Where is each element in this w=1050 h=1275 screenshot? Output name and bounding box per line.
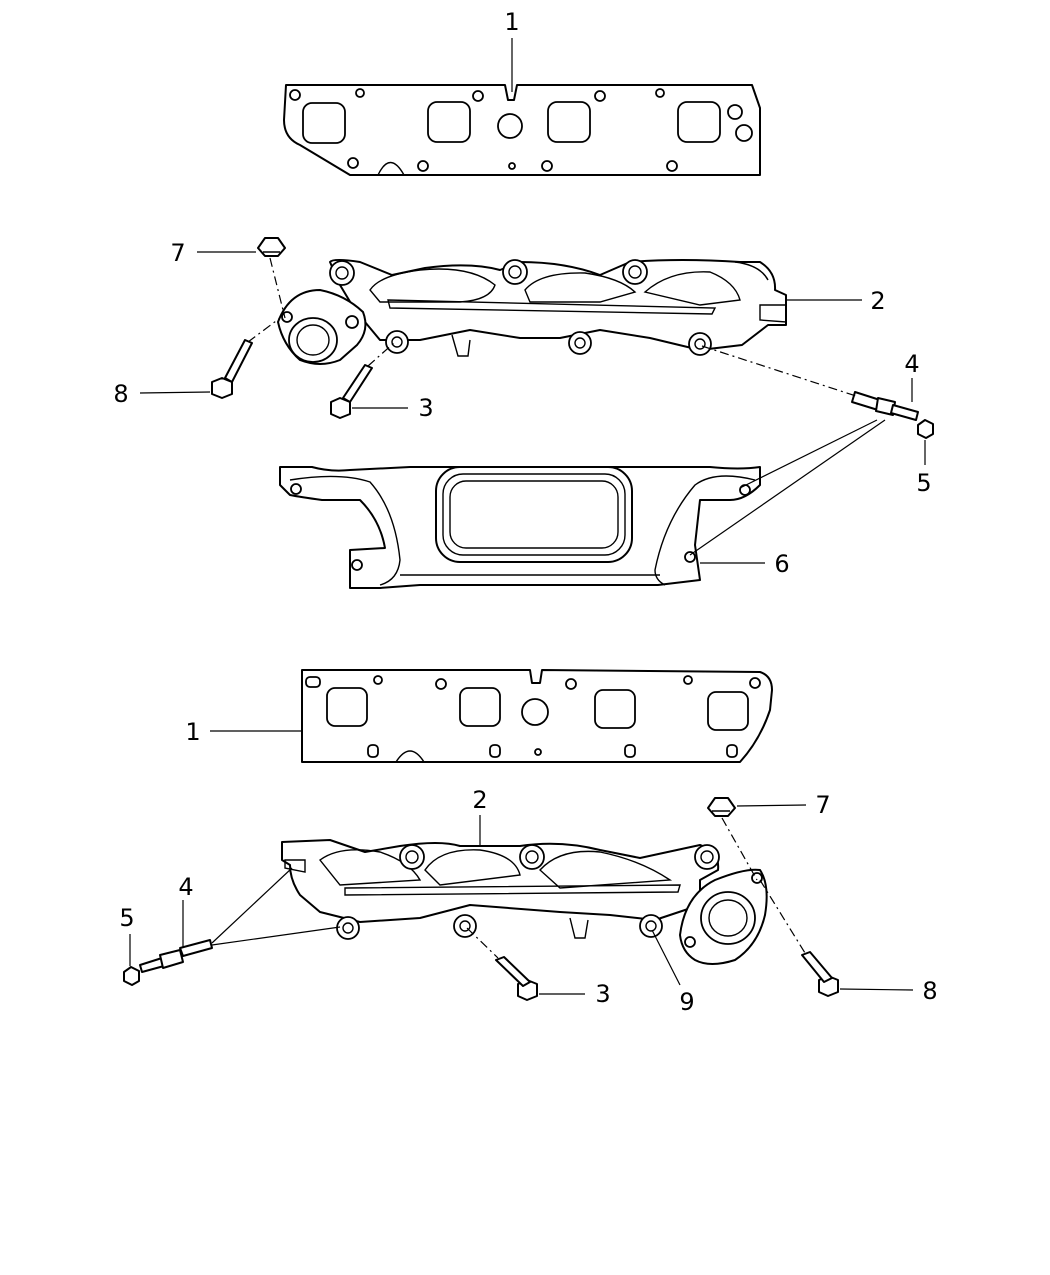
callout-labels: 1 2 3 4 5 6 7 8 1 2 7 4 5 3 9 8 [113, 8, 937, 1016]
lower-gasket [301, 669, 773, 763]
callout-label: 1 [504, 8, 519, 36]
callout-label: 5 [119, 904, 134, 932]
upper-oxygen-sensor-stud-4 [851, 391, 919, 421]
callout-label: 2 [870, 287, 885, 315]
upper-bolt-8 [211, 339, 253, 399]
callout-label: 6 [774, 550, 789, 578]
callout-label: 7 [815, 791, 830, 819]
upper-exhaust-manifold [277, 259, 787, 365]
callout-label: 5 [916, 469, 931, 497]
upper-bolt-3 [330, 364, 373, 419]
callout-label: 9 [679, 988, 694, 1016]
callout-label: 3 [595, 980, 610, 1008]
leader-lines [129, 38, 926, 995]
lower-bolt-3 [495, 956, 538, 1001]
heat-shield-6 [279, 466, 761, 589]
lower-exhaust-manifold [281, 839, 768, 965]
upper-nut-5 [917, 419, 934, 439]
lower-oxygen-sensor-stud-4 [139, 939, 213, 973]
callout-label: 8 [113, 380, 128, 408]
callout-label: 2 [472, 786, 487, 814]
upper-stud-nut-7 [257, 237, 286, 257]
lower-nut-5 [123, 966, 140, 986]
upper-gasket [283, 84, 761, 176]
callout-label: 4 [178, 873, 193, 901]
callout-label: 4 [904, 350, 919, 378]
lower-bolt-8 [801, 951, 839, 997]
callout-label: 3 [418, 394, 433, 422]
lower-stud-nut-7 [707, 797, 736, 817]
callout-label: 1 [185, 718, 200, 746]
callout-label: 8 [922, 977, 937, 1005]
callout-label: 7 [170, 239, 185, 267]
